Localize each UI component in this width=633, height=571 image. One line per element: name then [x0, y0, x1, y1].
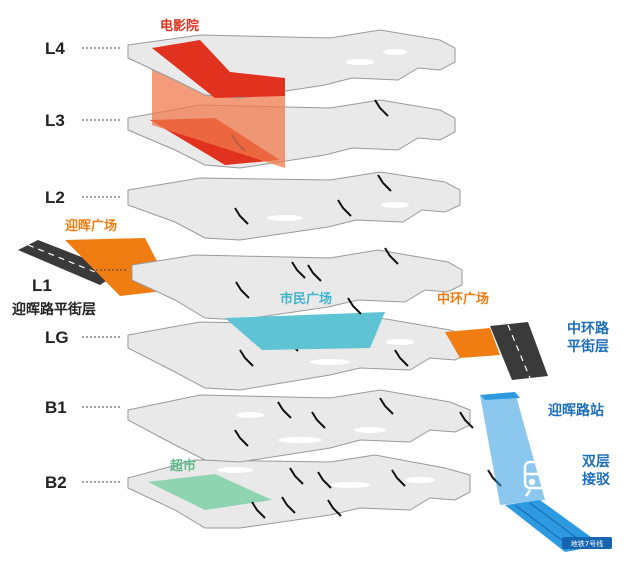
- zhonghuan-plaza-area: [445, 328, 500, 358]
- metro-station: 地铁7号线: [480, 392, 612, 552]
- floor-l2: [127, 171, 461, 241]
- civic-plaza-area: [225, 312, 385, 350]
- floor-label-l4: L4: [45, 39, 65, 58]
- civic-plaza-label: 市民广场: [280, 291, 332, 307]
- b1-escalators: [234, 397, 474, 447]
- cinema-label: 电影院: [160, 18, 199, 34]
- floor-b1: [127, 389, 474, 463]
- l1-escalators: [235, 247, 399, 315]
- b2-atria: [217, 467, 435, 488]
- cinema-l4-area: [152, 40, 285, 98]
- floor-label-b2: B2: [45, 473, 67, 492]
- b1-atria: [236, 412, 386, 443]
- zhonghuan-road-label-1: 中环路: [567, 320, 610, 337]
- l4-atria: [346, 49, 407, 65]
- yinghui-station-label: 迎晖路站: [548, 402, 604, 419]
- l2-atria: [267, 202, 409, 221]
- station-box: [480, 392, 545, 505]
- zhonghuan-plaza-label: 中环广场: [437, 291, 489, 307]
- metro-tag-box: [562, 537, 612, 549]
- floor-label-b1: B1: [45, 398, 67, 417]
- floor-label-l2: L2: [45, 188, 65, 207]
- station-top: [480, 392, 520, 400]
- double-transfer-label-2: 接驳: [582, 471, 611, 488]
- floor-label-l1: L1: [32, 276, 52, 295]
- floor-b1-slab: [127, 389, 471, 463]
- l2-escalators: [234, 174, 392, 225]
- floor-b2: [127, 454, 502, 529]
- floor-label-lg: LG: [45, 328, 69, 347]
- floor-l4: [127, 29, 456, 99]
- train-icon: [523, 460, 557, 497]
- double-transfer-label-1: 双层: [582, 454, 610, 470]
- floor-l1: [18, 238, 548, 380]
- floor-b2-slab: [127, 454, 471, 529]
- floor-labels: [68, 47, 128, 483]
- supermarket-label: 超市: [170, 458, 196, 474]
- lg-atria: [310, 339, 414, 365]
- floor-label-l3: L3: [45, 111, 65, 130]
- yinghui-plaza-label: 迎晖广场: [65, 218, 117, 234]
- floor-l1-slab: [131, 249, 463, 321]
- supermarket-area: [148, 474, 272, 510]
- floor-l2-slab: [127, 171, 461, 241]
- zhonghuan-road-label-2: 平街层: [567, 338, 609, 355]
- metro-tag: 地铁7号线: [571, 539, 603, 548]
- zhonghuan-road: [490, 322, 548, 380]
- l1-caption: 迎晖路平街层: [12, 301, 96, 318]
